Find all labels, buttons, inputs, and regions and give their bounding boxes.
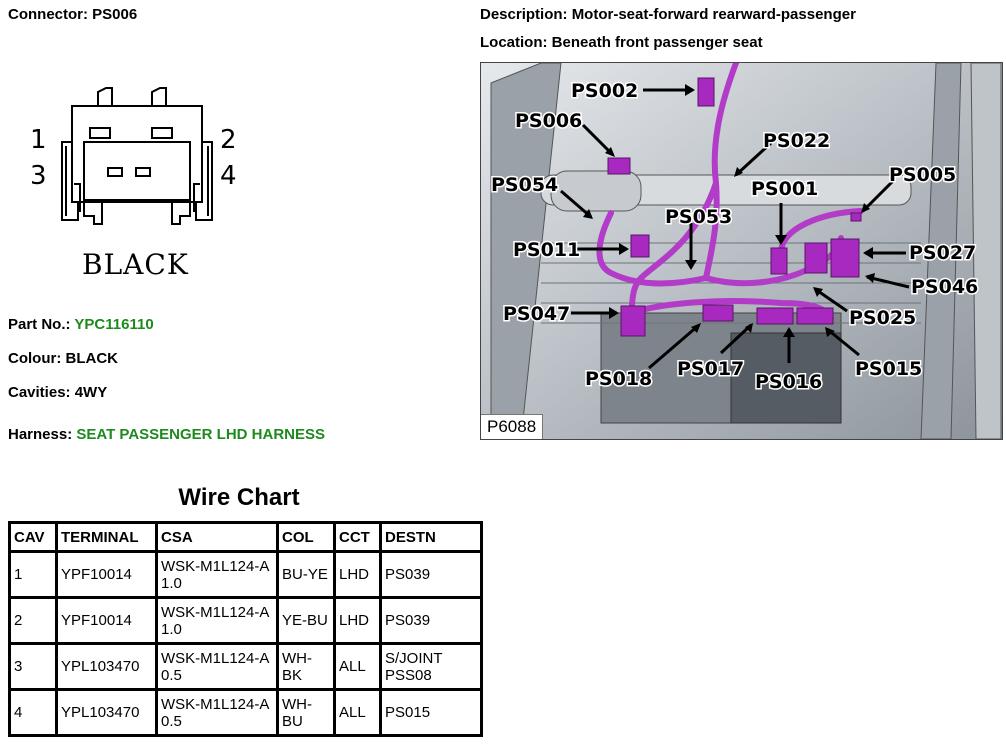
photo-label-ps054: PS054	[491, 174, 558, 196]
connector-line: Connector: PS006	[8, 6, 137, 23]
table-row: 3 YPL103470 WSK-M1L124-A 0.5 WH-BK ALL S…	[8, 642, 483, 691]
photo-label-ps016: PS016	[755, 371, 822, 393]
cavities-label: Cavities:	[8, 384, 71, 401]
cell-destn: PS015	[379, 688, 483, 737]
colour-value: BLACK	[65, 350, 119, 367]
pin-2-label: 2	[220, 125, 237, 155]
part-no-line: Part No.: YPC116110	[8, 316, 154, 333]
cell-cct: LHD	[333, 550, 382, 599]
cell-destn: PS039	[379, 550, 483, 599]
harness-label: Harness:	[8, 426, 73, 443]
cell-destn: PS039	[379, 596, 483, 645]
col-header-col: COL	[276, 521, 336, 553]
pin-3-label: 3	[30, 161, 47, 191]
table-row: 4 YPL103470 WSK-M1L124-A 0.5 WH-BU ALL P…	[8, 688, 483, 737]
cell-csa: WSK-M1L124-A 0.5	[155, 642, 279, 691]
col-header-destn: DESTN	[379, 521, 483, 553]
figure-id: P6088	[481, 414, 544, 439]
connector-label: Connector:	[8, 6, 88, 23]
pin-1-label: 1	[30, 125, 47, 155]
seat-harness-illustration: PS002 PS006 PS022 PS005 PS054 PS001 PS05…	[481, 63, 1002, 439]
part-no-label: Part No.:	[8, 316, 71, 333]
location-value: Beneath front passenger seat	[551, 34, 763, 51]
cell-csa: WSK-M1L124-A 1.0	[155, 550, 279, 599]
cell-cav: 4	[8, 688, 58, 737]
part-no-value: YPC116110	[74, 316, 154, 333]
cell-col: WH-BK	[276, 642, 336, 691]
col-header-csa: CSA	[155, 521, 279, 553]
description-line: Description: Motor-seat-forward rearward…	[480, 6, 856, 23]
location-photo: PS002 PS006 PS022 PS005 PS054 PS001 PS05…	[480, 62, 1003, 440]
col-header-terminal: TERMINAL	[55, 521, 158, 553]
harness-line: Harness: SEAT PASSENGER LHD HARNESS	[8, 426, 325, 443]
cell-cav: 2	[8, 596, 58, 645]
photo-label-ps015: PS015	[855, 358, 922, 380]
photo-label-ps017: PS017	[677, 358, 744, 380]
cell-cct: ALL	[333, 642, 382, 691]
colour-line: Colour: BLACK	[8, 350, 118, 367]
cell-cct: LHD	[333, 596, 382, 645]
photo-label-ps027: PS027	[909, 242, 976, 264]
cavities-line: Cavities: 4WY	[8, 384, 107, 401]
cavities-value: 4WY	[74, 384, 108, 401]
photo-label-ps053: PS053	[665, 206, 732, 228]
wire-chart-table: CAV TERMINAL CSA COL CCT DESTN 1 YPF1001…	[8, 521, 483, 737]
table-row: 2 YPF10014 WSK-M1L124-A 1.0 YE-BU LHD PS…	[8, 596, 483, 645]
photo-label-ps011: PS011	[513, 239, 580, 261]
photo-label-ps006: PS006	[515, 110, 582, 132]
cell-csa: WSK-M1L124-A 1.0	[155, 596, 279, 645]
cell-cct: ALL	[333, 688, 382, 737]
connector-value: PS006	[92, 6, 138, 23]
cell-terminal: YPF10014	[55, 550, 158, 599]
wire-chart-title: Wire Chart	[178, 484, 300, 511]
col-header-cct: CCT	[333, 521, 382, 553]
cell-cav: 3	[8, 642, 58, 691]
cell-col: WH-BU	[276, 688, 336, 737]
cell-destn: S/JOINT PSS08	[379, 642, 483, 691]
cell-terminal: YPF10014	[55, 596, 158, 645]
photo-label-ps002: PS002	[571, 80, 638, 102]
connector-face-diagram: 1 2 3 4 BLACK	[30, 87, 237, 281]
photo-label-ps022: PS022	[763, 130, 830, 152]
photo-label-ps046: PS046	[911, 276, 978, 298]
cell-terminal: YPL103470	[55, 642, 158, 691]
photo-label-ps025: PS025	[849, 307, 916, 329]
connector-color-label: BLACK	[82, 248, 189, 281]
photo-label-ps018: PS018	[585, 368, 652, 390]
location-line: Location: Beneath front passenger seat	[480, 34, 763, 51]
cell-col: YE-BU	[276, 596, 336, 645]
harness-value: SEAT PASSENGER LHD HARNESS	[76, 426, 326, 443]
description-label: Description:	[480, 6, 568, 23]
description-value: Motor-seat-forward rearward-passenger	[571, 6, 856, 23]
col-header-cav: CAV	[8, 521, 58, 553]
cell-col: BU-YE	[276, 550, 336, 599]
cell-cav: 1	[8, 550, 58, 599]
photo-label-ps005: PS005	[889, 164, 956, 186]
table-row: 1 YPF10014 WSK-M1L124-A 1.0 BU-YE LHD PS…	[8, 550, 483, 599]
photo-label-ps047: PS047	[503, 303, 570, 325]
pin-4-label: 4	[220, 161, 237, 191]
cell-terminal: YPL103470	[55, 688, 158, 737]
photo-label-ps001: PS001	[751, 178, 818, 200]
location-label: Location:	[480, 34, 548, 51]
table-header-row: CAV TERMINAL CSA COL CCT DESTN	[8, 521, 483, 553]
cell-csa: WSK-M1L124-A 0.5	[155, 688, 279, 737]
colour-label: Colour:	[8, 350, 62, 367]
